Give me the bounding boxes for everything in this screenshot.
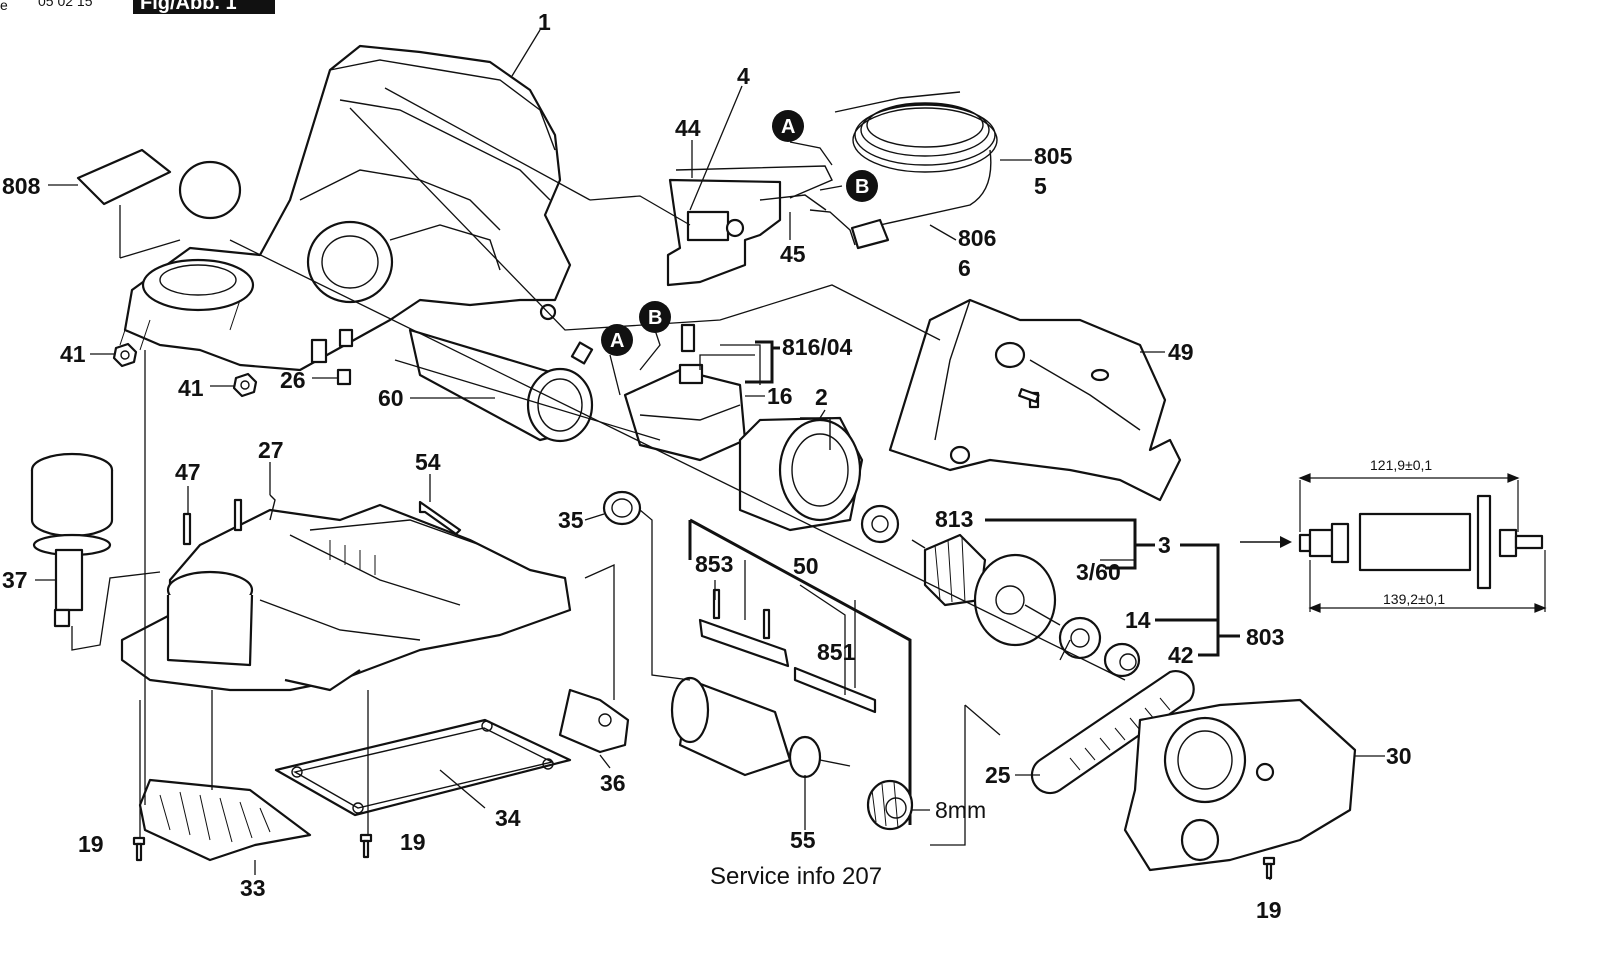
callout-a-top: A: [772, 110, 804, 142]
label-37: 37: [2, 567, 28, 593]
grouping-brackets: [745, 340, 1240, 657]
label-803: 803: [1246, 624, 1284, 650]
header-code: 05 02 15: [38, 0, 93, 9]
leader-lines: [35, 29, 1385, 880]
label-45: 45: [780, 241, 806, 267]
label-805: 805: [1034, 143, 1073, 169]
label-25: 25: [985, 762, 1011, 788]
label-3-60: 3/60: [1076, 559, 1121, 585]
label-35: 35: [558, 507, 584, 533]
figure-tag: Fig/Abb. 1: [140, 0, 237, 14]
label-2: 2: [815, 384, 828, 410]
label-14: 14: [1125, 607, 1151, 633]
label-36: 36: [600, 770, 626, 796]
label-808: 808: [2, 173, 41, 199]
label-19-middle: 19: [400, 829, 426, 855]
switch-assembly-part: [666, 165, 833, 287]
screws-19-part: [132, 833, 1276, 880]
label-816-04: 816/04: [782, 334, 853, 360]
part-labels: 1 4 44 805 5 45 806 6 808 41 41 26 60 81…: [2, 9, 1412, 923]
label-27: 27: [258, 437, 284, 463]
label-19-right: 19: [1256, 897, 1282, 923]
label-34: 34: [495, 805, 521, 831]
page-header: e 05 02 15 Fig/Abb. 1: [0, 0, 275, 14]
service-kit-50-part: [670, 518, 914, 831]
callout-b-mid-text: B: [648, 307, 662, 329]
label-49: 49: [1168, 339, 1194, 365]
label-26: 26: [280, 367, 306, 393]
depth-knob-37-part: [30, 452, 114, 628]
label-60: 60: [378, 385, 404, 411]
callout-a-mid: A: [601, 324, 633, 356]
callout-b-top-text: B: [855, 176, 869, 198]
label-44: 44: [675, 115, 701, 141]
figure-tag-box: [133, 0, 275, 14]
bearing-35-part: [602, 490, 642, 526]
label-19-left: 19: [78, 831, 104, 857]
field-coil-2-part: [738, 416, 864, 532]
label-plate-808-part: [76, 148, 172, 206]
brush-holder-16-part: [623, 323, 747, 462]
dimension-upper: 121,9±0,1: [1370, 457, 1432, 473]
label-6: 6: [958, 255, 971, 281]
label-54: 54: [415, 449, 441, 475]
label-806: 806: [958, 225, 996, 251]
label-4: 4: [737, 63, 750, 89]
label-41-lower: 41: [178, 375, 204, 401]
gasket-plate-34-part: [274, 718, 572, 817]
header-prefix: e: [0, 0, 8, 13]
hex-key-54-part: [418, 500, 462, 536]
label-853: 853: [695, 551, 733, 577]
label-47: 47: [175, 459, 201, 485]
label-50: 50: [793, 553, 819, 579]
label-851: 851: [817, 639, 856, 665]
label-55: 55: [790, 827, 816, 853]
label-33: 33: [240, 875, 266, 901]
label-16: 16: [767, 383, 793, 409]
callout-b-top: B: [846, 170, 878, 202]
base-frame-part: [120, 494, 572, 692]
bracket-36-part: [558, 688, 630, 754]
power-cord-part: [809, 91, 998, 250]
callout-a-top-text: A: [781, 116, 795, 138]
handle-screw-part: [1018, 388, 1040, 403]
drive-belt-25-part: [1030, 670, 1195, 795]
label-42: 42: [1168, 642, 1194, 668]
callout-b-mid: B: [639, 301, 671, 333]
screw-47-part: [182, 498, 243, 546]
label-41-upper: 41: [60, 341, 86, 367]
armature-dimension-view: 121,9±0,1 139,2±0,1: [1240, 457, 1547, 613]
callout-a-mid-text: A: [610, 330, 624, 352]
nuts-41-part: [112, 342, 352, 398]
label-813: 813: [935, 506, 973, 532]
armature-3-part: [860, 504, 1141, 678]
belt-cover-30-part: [1123, 698, 1357, 872]
motor-tube-60-part: [408, 328, 594, 443]
label-8mm: 8mm: [935, 797, 986, 823]
label-1: 1: [538, 9, 551, 35]
label-5: 5: [1034, 173, 1047, 199]
motor-housing-part: [119, 44, 572, 372]
dimension-lower: 139,2±0,1: [1383, 591, 1445, 607]
service-info-note: Service info 207: [710, 863, 882, 890]
label-3: 3: [1158, 532, 1171, 558]
label-30: 30: [1386, 743, 1412, 769]
sole-plate-33-part: [138, 778, 312, 862]
